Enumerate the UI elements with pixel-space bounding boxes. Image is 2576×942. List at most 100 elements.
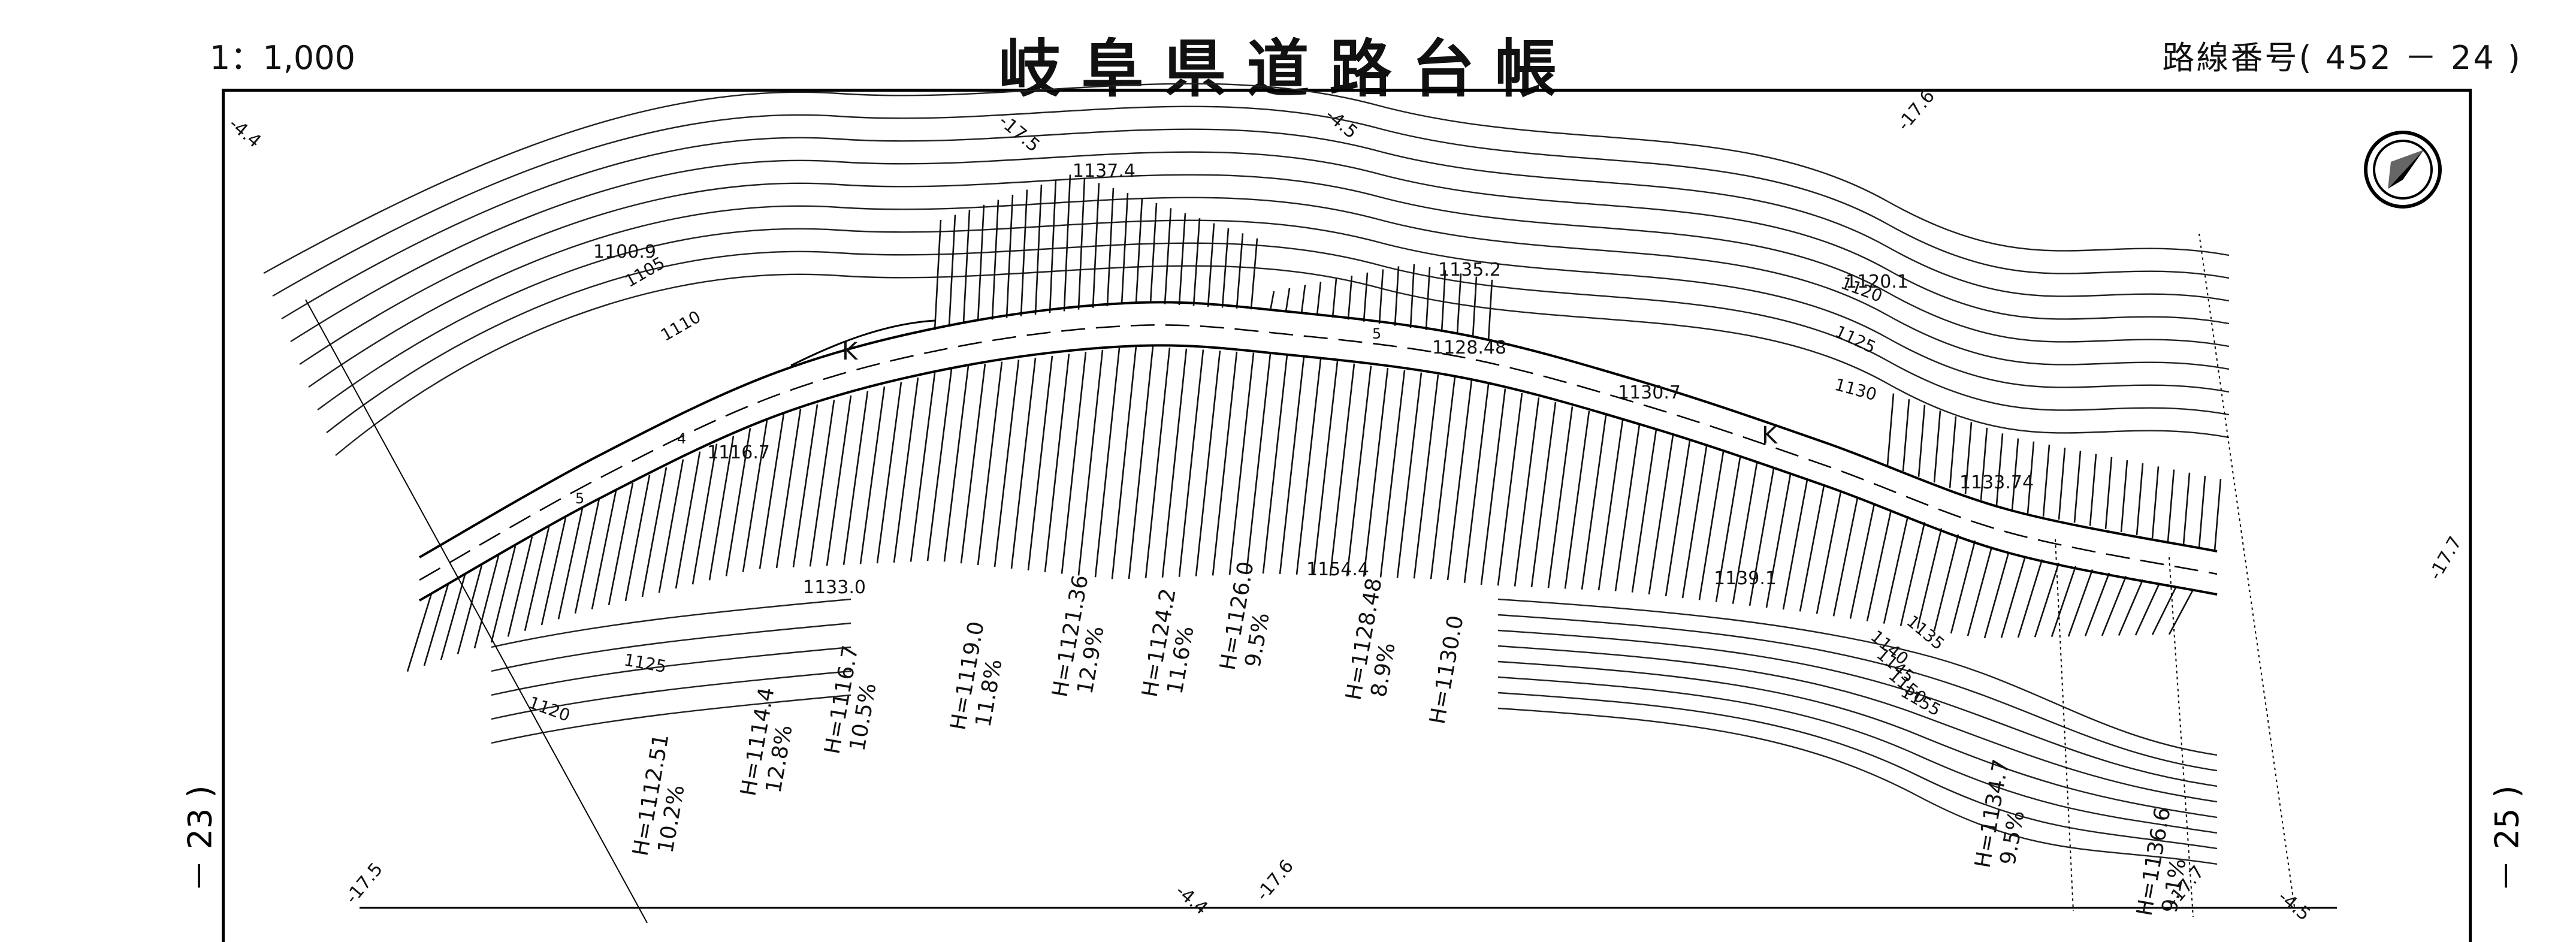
contour-line bbox=[491, 670, 851, 720]
hatch-line bbox=[2084, 572, 2110, 637]
hatch-line bbox=[1300, 285, 1306, 314]
hatch-line bbox=[1106, 188, 1115, 307]
elevation-label: 1135.2 bbox=[1438, 259, 1501, 280]
elevation-label: 1116.7 bbox=[707, 442, 770, 463]
hatch-line bbox=[675, 451, 701, 589]
hatch-line bbox=[725, 428, 751, 576]
elevation-label: 1154.4 bbox=[1306, 559, 1369, 580]
hatch-line bbox=[1128, 346, 1154, 579]
map-frame bbox=[222, 89, 2472, 942]
contour-line bbox=[281, 128, 2230, 320]
hatch-line bbox=[1597, 419, 1624, 591]
hatch-line bbox=[1631, 429, 1657, 593]
hatch-line bbox=[1295, 359, 1322, 575]
hatch-line bbox=[1456, 273, 1462, 334]
hatch-line bbox=[977, 204, 985, 322]
hatch-line bbox=[1195, 351, 1221, 576]
hatch-line bbox=[2067, 569, 2094, 637]
hatch-line bbox=[1212, 351, 1238, 576]
hatch-line bbox=[1363, 367, 1389, 577]
hatch-line bbox=[574, 498, 600, 614]
hatch-line bbox=[1312, 361, 1339, 575]
hatch-line bbox=[2151, 585, 2178, 635]
hatch-line bbox=[1440, 270, 1446, 333]
hatch-line bbox=[1346, 366, 1372, 576]
road-edge-upper bbox=[419, 301, 2218, 558]
hatch-line bbox=[792, 404, 819, 567]
contour-line bbox=[491, 598, 851, 648]
hatch-line bbox=[1883, 515, 1909, 624]
hatch-line bbox=[893, 377, 919, 563]
grid-mark-label: -17.6 bbox=[1252, 856, 1298, 905]
hatch-line bbox=[473, 555, 500, 649]
road-mark-label: 4 bbox=[677, 430, 686, 447]
hatch-line bbox=[2182, 472, 2191, 545]
hatch-line bbox=[1396, 372, 1423, 578]
hatch-line bbox=[993, 360, 1020, 567]
hatch-line bbox=[2120, 460, 2128, 533]
hatch-line bbox=[423, 584, 449, 666]
contour-line bbox=[290, 151, 2230, 343]
hatch-line bbox=[2017, 559, 2043, 638]
hatch-line bbox=[624, 475, 651, 602]
hatch-line bbox=[1285, 288, 1291, 312]
hatch-line bbox=[1765, 474, 1792, 608]
hatch-line bbox=[826, 395, 852, 566]
hatch-line bbox=[2034, 562, 2060, 638]
hatch-line bbox=[1378, 269, 1384, 324]
hatch-line bbox=[1514, 397, 1540, 587]
contour-line bbox=[1497, 660, 2218, 819]
hatch-line bbox=[943, 365, 970, 562]
hatch-line bbox=[1581, 415, 1607, 590]
hatch-line bbox=[948, 215, 956, 327]
hatch-line bbox=[1995, 433, 2004, 506]
route-number: 路線番号( 452 － 24 ) bbox=[2162, 39, 2522, 77]
elevation-label: 1128.48 bbox=[1432, 337, 1506, 358]
hatch-line bbox=[1547, 406, 1574, 588]
hatch-line bbox=[1094, 348, 1121, 578]
hatch-line bbox=[2167, 469, 2175, 542]
hatch-line bbox=[1347, 275, 1353, 320]
hatch-line bbox=[708, 436, 735, 581]
sheet-line bbox=[2169, 557, 2194, 917]
hatch-line bbox=[1020, 189, 1028, 316]
hatch-line bbox=[1409, 264, 1415, 328]
hatch-line bbox=[1250, 238, 1258, 310]
hatch-line bbox=[2118, 579, 2144, 636]
hatch-line bbox=[1487, 279, 1493, 342]
hatch-line bbox=[1463, 384, 1490, 583]
hatch-line bbox=[2042, 444, 2050, 517]
contour-line bbox=[308, 197, 2230, 388]
elevation-label: 1139.1 bbox=[1714, 568, 1777, 589]
hatch-line bbox=[2050, 566, 2077, 638]
hatch-line bbox=[1983, 552, 2010, 639]
hatch-line bbox=[809, 400, 835, 567]
contour-line bbox=[1497, 598, 2218, 756]
road-outline bbox=[419, 301, 2218, 602]
hatch-line bbox=[1178, 213, 1186, 306]
hatch-line bbox=[1164, 208, 1172, 304]
contour-label: 1135 bbox=[1903, 611, 1949, 654]
hatch-line bbox=[1715, 457, 1741, 602]
hatch-line bbox=[1648, 434, 1674, 594]
hatch-line bbox=[1394, 266, 1400, 326]
hatch-line bbox=[1363, 272, 1369, 322]
hatch-line bbox=[1732, 463, 1758, 604]
hatch-line bbox=[1967, 547, 1993, 636]
hatch-line bbox=[1980, 427, 1988, 500]
road-centerline bbox=[419, 324, 2218, 581]
hatch-line bbox=[859, 386, 886, 564]
hatch-line bbox=[2104, 457, 2113, 529]
hatch-line bbox=[1245, 354, 1272, 575]
hatch-line bbox=[1144, 347, 1171, 579]
hatch-line bbox=[490, 546, 517, 643]
hatch-line bbox=[742, 420, 768, 572]
contour-line bbox=[335, 265, 2230, 456]
hatch-line bbox=[1832, 497, 1859, 617]
hatch-line bbox=[1902, 399, 1910, 472]
hatch-line bbox=[1262, 354, 1288, 574]
hatch-line bbox=[876, 382, 902, 564]
hatch-line bbox=[591, 490, 617, 609]
hatch-line bbox=[1379, 370, 1406, 578]
contour-label: 1120 bbox=[526, 693, 573, 726]
